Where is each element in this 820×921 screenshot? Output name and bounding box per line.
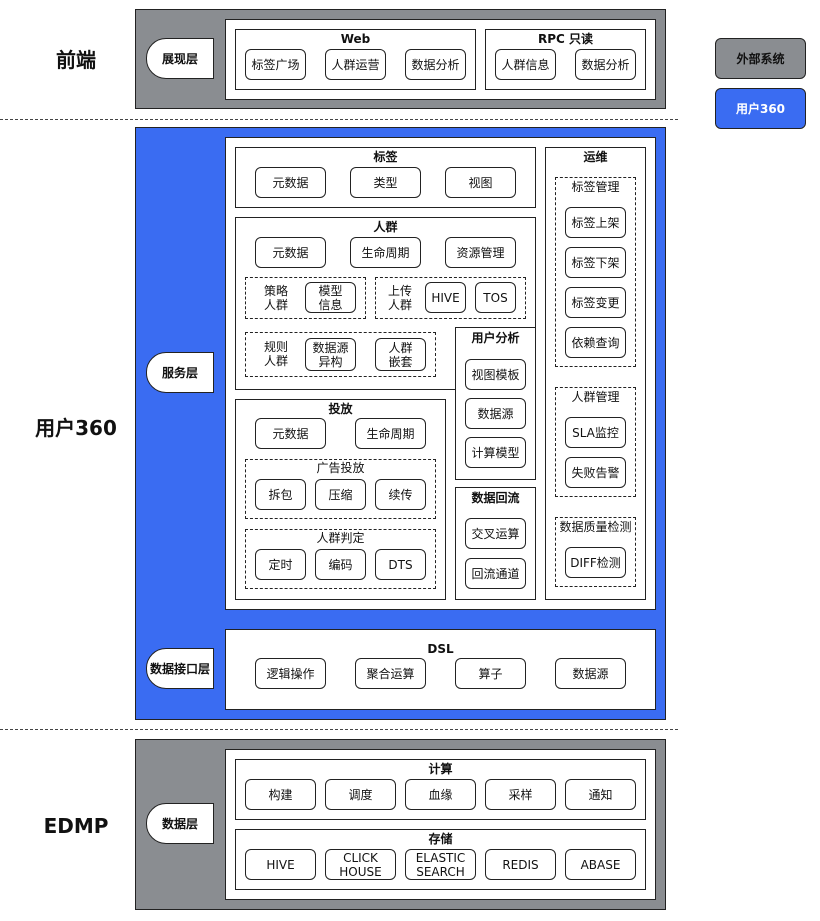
ua-view-template: 视图模板 xyxy=(465,359,526,390)
crowd-resource-mgmt: 资源管理 xyxy=(445,237,516,268)
tags-type: 类型 xyxy=(350,167,421,198)
tags-view: 视图 xyxy=(445,167,516,198)
backflow-title: 数据回流 xyxy=(471,491,520,505)
ops-title: 运维 xyxy=(583,150,608,164)
storage-elasticsearch: ELASTIC SEARCH xyxy=(405,849,476,880)
compute-sampling: 采样 xyxy=(485,779,556,810)
delivery-lifecycle: 生命周期 xyxy=(355,418,426,449)
tag-mgmt-change: 标签变更 xyxy=(565,287,626,318)
tag-mgmt-title: 标签管理 xyxy=(571,180,620,194)
backflow-cross-op: 交叉运算 xyxy=(465,518,526,549)
ad-compress: 压缩 xyxy=(315,479,366,510)
layer-data: 数据层 xyxy=(146,803,214,844)
legend-user360: 用户360 xyxy=(715,88,806,129)
ad-resume: 续传 xyxy=(375,479,426,510)
tag-mgmt-publish: 标签上架 xyxy=(565,207,626,238)
separator-bottom xyxy=(0,729,678,730)
rpc-data-analysis: 数据分析 xyxy=(575,49,636,80)
storage-title: 存储 xyxy=(428,832,453,846)
dsl-aggregate: 聚合运算 xyxy=(355,658,426,689)
quality-title: 数据质量检测 xyxy=(559,520,632,534)
compute-title: 计算 xyxy=(428,762,453,776)
crowd-mgmt-sla: SLA监控 xyxy=(565,417,626,448)
judge-encode: 编码 xyxy=(315,549,366,580)
storage-hive: HIVE xyxy=(245,849,316,880)
layer-data-interface: 数据接口层 xyxy=(146,648,214,689)
delivery-metadata: 元数据 xyxy=(255,418,326,449)
rpc-title: RPC 只读 xyxy=(537,32,594,46)
tag-mgmt-unpublish: 标签下架 xyxy=(565,247,626,278)
rule-crowd-nesting: 人群 嵌套 xyxy=(375,338,426,371)
rule-crowd-label: 规则 人群 xyxy=(263,340,288,368)
crowd-judge-title: 人群判定 xyxy=(316,531,365,545)
dsl-operator: 算子 xyxy=(455,658,526,689)
storage-clickhouse: CLICK HOUSE xyxy=(325,849,396,880)
separator-top xyxy=(0,119,678,120)
ua-datasource: 数据源 xyxy=(465,398,526,429)
legend-external-system: 外部系统 xyxy=(715,38,806,79)
web-data-analysis: 数据分析 xyxy=(405,49,466,80)
crowd-lifecycle: 生命周期 xyxy=(350,237,421,268)
ua-compute-model: 计算模型 xyxy=(465,437,526,468)
judge-dts: DTS xyxy=(375,549,426,580)
region-edmp: EDMP xyxy=(43,814,109,838)
strategy-crowd-label: 策略 人群 xyxy=(263,284,288,312)
crowd-title: 人群 xyxy=(373,220,398,234)
rpc-crowd-info: 人群信息 xyxy=(495,49,556,80)
web-title: Web xyxy=(340,32,371,46)
web-tag-plaza: 标签广场 xyxy=(245,49,306,80)
compute-build: 构建 xyxy=(245,779,316,810)
tags-metadata: 元数据 xyxy=(255,167,326,198)
storage-redis: REDIS xyxy=(485,849,556,880)
compute-lineage: 血缘 xyxy=(405,779,476,810)
tag-mgmt-dependency: 依赖查询 xyxy=(565,327,626,358)
compute-notify: 通知 xyxy=(565,779,636,810)
user-analysis-title: 用户分析 xyxy=(471,331,520,345)
tags-title: 标签 xyxy=(373,150,398,164)
upload-crowd-label: 上传 人群 xyxy=(387,284,412,312)
compute-schedule: 调度 xyxy=(325,779,396,810)
web-crowd-ops: 人群运营 xyxy=(325,49,386,80)
upload-tos: TOS xyxy=(475,282,516,313)
dsl-datasource: 数据源 xyxy=(555,658,626,689)
ad-unpack: 拆包 xyxy=(255,479,306,510)
backflow-channel: 回流通道 xyxy=(465,558,526,589)
region-user360: 用户360 xyxy=(35,416,117,440)
ad-delivery-title: 广告投放 xyxy=(316,461,365,475)
delivery-title: 投放 xyxy=(328,402,353,416)
crowd-mgmt-failure-alert: 失败告警 xyxy=(565,457,626,488)
dsl-title: DSL xyxy=(427,642,454,656)
layer-service: 服务层 xyxy=(146,352,214,393)
rule-datasource-hetero: 数据源 异构 xyxy=(305,338,356,371)
dsl-logic-op: 逻辑操作 xyxy=(255,658,326,689)
upload-hive: HIVE xyxy=(425,282,466,313)
judge-timer: 定时 xyxy=(255,549,306,580)
quality-diff: DIFF检测 xyxy=(565,547,626,578)
strategy-model-info: 模型 信息 xyxy=(305,282,356,313)
layer-presentation: 展现层 xyxy=(146,38,214,79)
storage-abase: ABASE xyxy=(565,849,636,880)
crowd-mgmt-title: 人群管理 xyxy=(571,390,620,404)
region-frontend: 前端 xyxy=(56,48,96,72)
crowd-metadata: 元数据 xyxy=(255,237,326,268)
